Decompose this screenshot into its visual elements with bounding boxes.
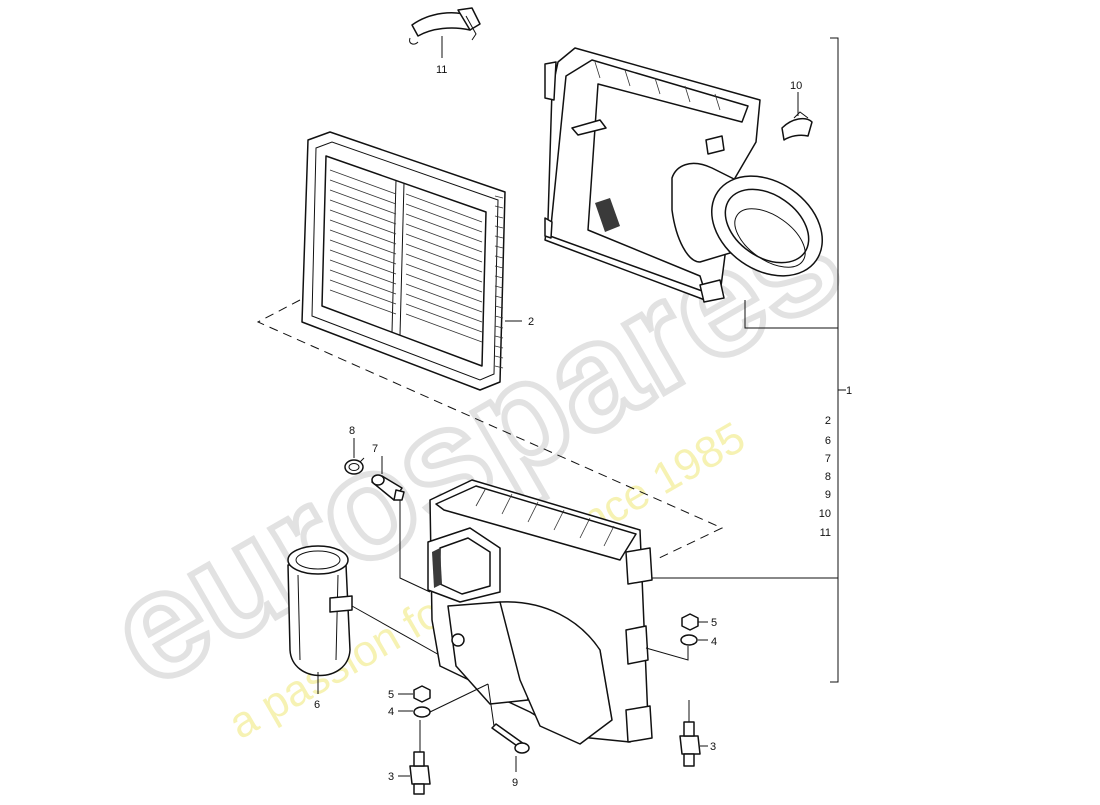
- callout-4-left: 4: [388, 706, 394, 718]
- callout-1: 1: [846, 385, 852, 397]
- callout-6: 6: [314, 699, 320, 711]
- alignment-lines: [256, 299, 724, 561]
- assembly-list-item: 11: [820, 527, 831, 539]
- rubber-mount-right: [679, 700, 708, 767]
- fasteners-right: [645, 613, 708, 661]
- fasteners-left: [398, 683, 489, 718]
- assembly-list-item: 2: [825, 415, 831, 427]
- valve-part-7: [371, 456, 431, 593]
- assembly-list: 2 6 7 8 9 10 11: [819, 415, 831, 539]
- callout-2: 2: [528, 316, 534, 328]
- callout-11: 11: [436, 64, 447, 76]
- clip-part-10: [781, 92, 813, 141]
- callout-5-left: 5: [388, 689, 394, 701]
- assembly-list-item: 10: [819, 508, 831, 520]
- callout-10: 10: [790, 80, 802, 92]
- callout-4-right: 4: [711, 636, 717, 648]
- screw-part-9: [487, 683, 530, 772]
- assembly-bracket: [652, 37, 846, 683]
- assembly-list-item: 6: [825, 435, 831, 447]
- assembly-list-item: 8: [825, 471, 831, 483]
- callout-labels: 11 10 2 1 8 7 5 4 5 4 6 3 3 9: [314, 64, 852, 789]
- drain-hose-part-6: [287, 545, 467, 694]
- callout-7: 7: [372, 443, 378, 455]
- clip-part-11: [409, 7, 481, 58]
- assembly-list-item: 9: [825, 489, 831, 501]
- hose-clip-part-8: [344, 438, 365, 475]
- callout-9: 9: [512, 777, 518, 789]
- lower-housing: [427, 479, 653, 745]
- callout-5-right: 5: [711, 617, 717, 629]
- upper-housing: [544, 47, 823, 303]
- callout-3-left: 3: [388, 771, 394, 783]
- callout-3-right: 3: [710, 741, 716, 753]
- air-filter-part-2: [301, 131, 522, 391]
- rubber-mount-left: [398, 720, 431, 795]
- callout-8: 8: [349, 425, 355, 437]
- assembly-list-item: 7: [825, 453, 831, 465]
